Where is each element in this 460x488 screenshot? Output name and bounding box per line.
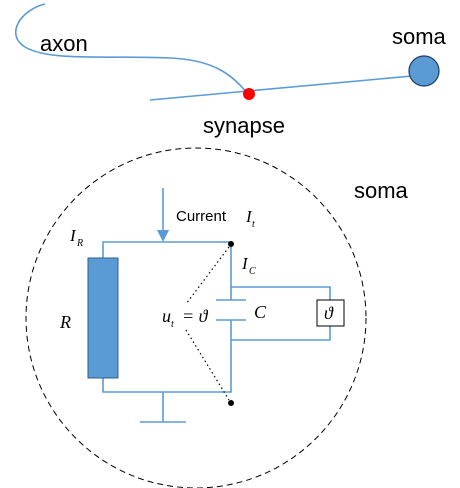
resistor-label: R xyxy=(59,312,71,332)
current-label: Current xyxy=(176,208,227,225)
terminal-bottom xyxy=(228,400,234,406)
ir-symbol: I xyxy=(69,226,77,245)
ut-symbol: u xyxy=(162,306,171,326)
voltage-dots-top xyxy=(185,246,230,305)
soma-big-label: soma xyxy=(354,178,409,203)
dendrite-line xyxy=(149,75,413,101)
capacitor-label: C xyxy=(254,302,267,322)
soma-top-label: soma xyxy=(392,24,447,49)
ut-equals-theta: = ϑ xyxy=(182,306,209,326)
bottom-wire xyxy=(102,342,232,393)
axon-fiber xyxy=(14,3,249,95)
ut-sub: t xyxy=(171,319,174,330)
ic-symbol: I xyxy=(241,254,249,273)
synapse-dot xyxy=(243,88,255,100)
branch-top-wire xyxy=(231,286,331,300)
current-arrow-head xyxy=(157,230,169,242)
terminal-top xyxy=(228,241,234,247)
ir-sub: R xyxy=(76,238,83,249)
ic-sub: C xyxy=(249,266,256,277)
synapse-label: synapse xyxy=(203,113,285,138)
soma-boundary xyxy=(25,147,367,488)
current-symbol: I xyxy=(245,207,253,226)
threshold-box-symbol: ϑ xyxy=(324,303,334,323)
resistor xyxy=(87,257,119,379)
top-wire xyxy=(102,241,232,300)
threshold-box xyxy=(316,299,345,327)
soma-node xyxy=(408,55,440,87)
voltage-dots-bottom xyxy=(185,329,230,401)
branch-bottom-wire xyxy=(231,326,331,341)
axon-label: axon xyxy=(40,31,88,56)
current-sub: t xyxy=(252,219,255,230)
